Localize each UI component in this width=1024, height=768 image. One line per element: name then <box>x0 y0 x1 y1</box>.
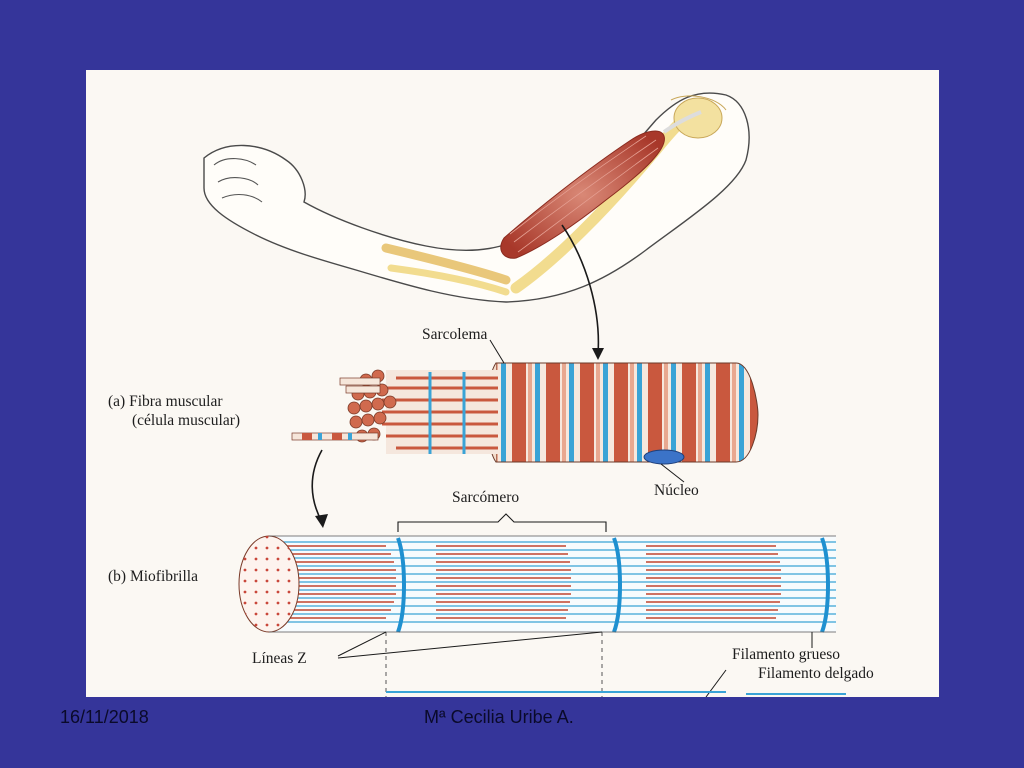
label-sarcomero: Sarcómero <box>452 489 519 506</box>
label-lineas-z: Líneas Z <box>252 650 307 667</box>
footer-date: 16/11/2018 <box>60 707 149 727</box>
muscle-fiber-illustration <box>291 339 759 483</box>
myofibril-illustration <box>238 535 836 633</box>
arrow-to-fiber <box>561 224 600 355</box>
arrow-to-myofibril <box>311 449 323 523</box>
label-miofibrilla: (b) Miofibrilla <box>108 568 198 585</box>
label-nucleo: Núcleo <box>654 482 699 499</box>
muscle-structure-diagram: Sarcolema (a) Fibra muscular (célula mus… <box>108 92 874 697</box>
label-filamento-grueso: Filamento grueso <box>732 646 840 663</box>
label-filamento-delgado: Filamento delgado <box>758 665 874 682</box>
nucleus-shape <box>643 449 685 465</box>
label-fibra-muscular: (a) Fibra muscular <box>108 393 223 410</box>
diagram-panel: Sarcolema (a) Fibra muscular (célula mus… <box>86 70 939 697</box>
arm-illustration <box>203 92 750 303</box>
label-sarcolema: Sarcolema <box>422 326 488 343</box>
sarcomere-bracket <box>397 513 607 532</box>
label-celula-muscular: (célula muscular) <box>132 412 240 429</box>
footer-author: Mª Cecilia Uribe A. <box>424 707 574 727</box>
